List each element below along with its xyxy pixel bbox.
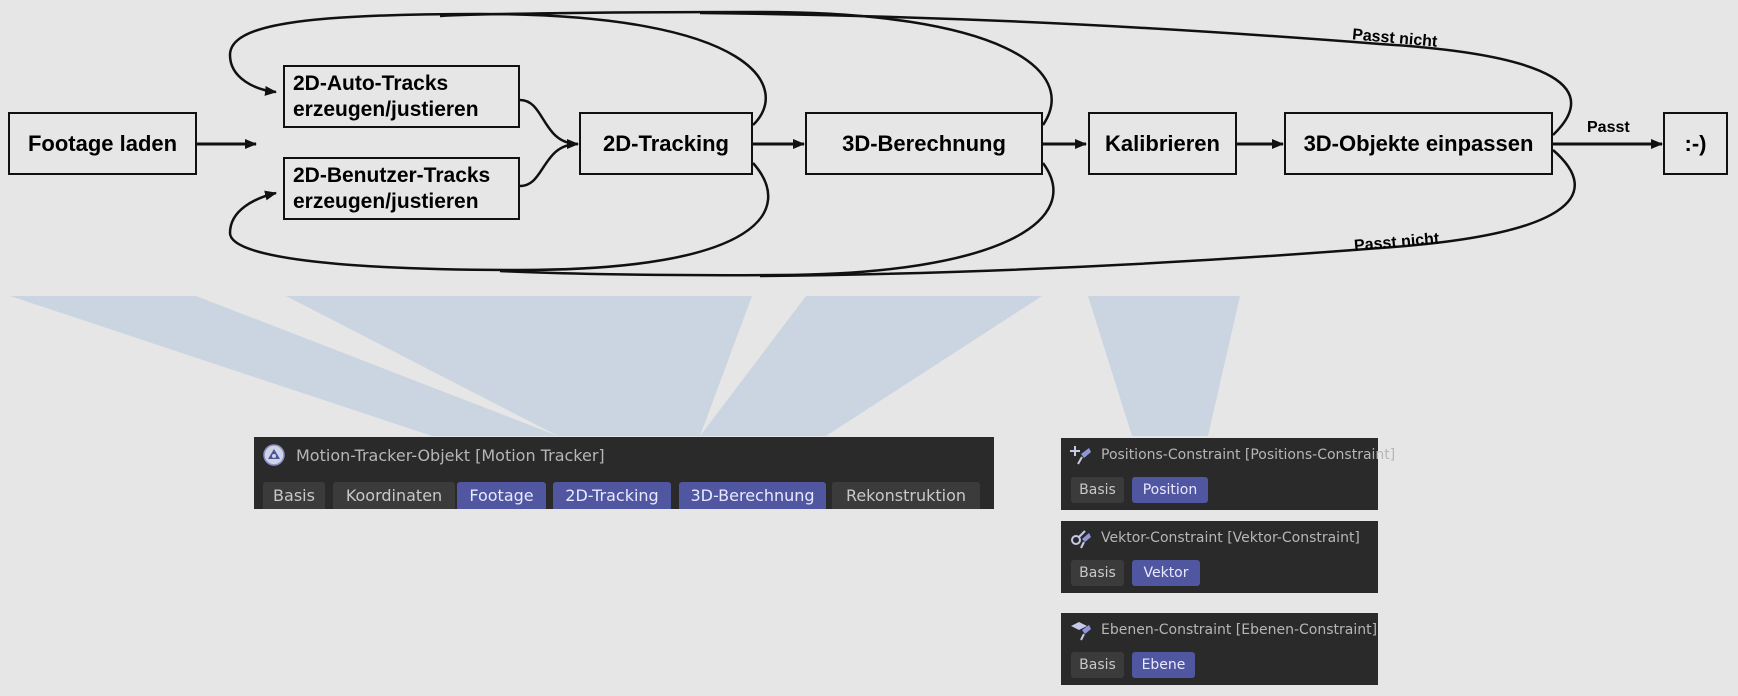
loop-tracking-bottom [228,162,770,272]
tab-vektor-basis[interactable]: Basis [1071,560,1124,586]
node-smiley-label: :-) [1684,130,1707,156]
position-constraint-icon [1070,446,1091,465]
plane-constraint-header: Ebenen-Constraint [Ebenen-Constraint] [1069,619,1377,641]
footage-zoom-wedge [10,296,558,436]
position-constraint-panel: Positions-Constraint [Positions-Constrai… [1061,438,1395,510]
tab-ebene[interactable]: Ebene [1132,652,1195,678]
tab-vektor[interactable]: Vektor [1132,560,1200,586]
node-3d-objekte-einpassen-label: 3D-Objekte einpassen [1303,130,1534,156]
tab-ebene-basis[interactable]: Basis [1071,652,1124,678]
node-2d-benutzer-tracks: 2D-Benutzer-Tracks erzeugen/justieren [283,157,520,220]
node-3d-berechnung-label: 3D-Berechnung [842,130,1006,156]
tab-position-basis[interactable]: Basis [1071,477,1124,503]
node-footage-laden-label: Footage laden [27,130,178,156]
berechnung-zoom-wedge [700,296,1042,436]
node-2d-auto-tracks-line1: 2D-Auto-Tracks [293,71,449,95]
tab-koordinaten[interactable]: Koordinaten [333,482,455,509]
node-2d-tracking-label: 2D-Tracking [603,130,729,156]
motion-tracker-icon [263,444,285,466]
motion-tracker-panel: Motion-Tracker-Objekt [Motion Tracker] B… [254,437,994,509]
curve-auto-to-tracking [519,98,579,149]
plane-constraint-panel: Ebenen-Constraint [Ebenen-Constraint] Ba… [1061,613,1378,685]
kalibrieren-zoom-wedge [1088,296,1240,436]
tab-position[interactable]: Position [1132,477,1208,503]
curve-user-to-tracking [519,142,579,188]
plane-constraint-icon [1071,622,1091,641]
motion-tracker-panel-header: Motion-Tracker-Objekt [Motion Tracker] [262,443,605,467]
node-3d-berechnung: 3D-Berechnung [805,112,1043,175]
tab-2d-tracking[interactable]: 2D-Tracking [553,482,671,509]
tab-footage[interactable]: Footage [457,482,546,509]
vector-constraint-panel: Vektor-Constraint [Vektor-Constraint] Ba… [1061,521,1378,593]
motion-tracker-panel-title: Motion-Tracker-Objekt [Motion Tracker] [296,445,605,465]
node-2d-auto-tracks-line2: erzeugen/justieren [293,97,479,121]
tracking-zoom-wedge [286,296,752,436]
node-footage-laden: Footage laden [8,112,197,175]
loop-einpassen-bottom [759,149,1576,278]
vector-constraint-icon [1071,530,1091,549]
node-3d-objekte-einpassen: 3D-Objekte einpassen [1284,112,1553,175]
loop-berechnung-top [439,10,1053,126]
position-constraint-header: Positions-Constraint [Positions-Constrai… [1069,444,1395,466]
tab-rekonstruktion[interactable]: Rekonstruktion [832,482,980,509]
loop-berechnung-bottom [499,162,1055,277]
node-2d-benutzer-tracks-line2: erzeugen/justieren [293,189,479,213]
position-constraint-title: Positions-Constraint [Positions-Constrai… [1101,447,1396,463]
node-2d-auto-tracks: 2D-Auto-Tracks erzeugen/justieren [283,65,520,128]
loop-tracking-top [228,12,767,126]
loop-einpassen-top [699,11,1573,136]
vector-constraint-title: Vektor-Constraint [Vektor-Constraint] [1101,530,1360,546]
tab-3d-berechnung[interactable]: 3D-Berechnung [679,482,826,509]
node-kalibrieren: Kalibrieren [1088,112,1237,175]
node-smiley: :-) [1663,112,1728,175]
vector-constraint-header: Vektor-Constraint [Vektor-Constraint] [1069,527,1360,549]
tab-basis[interactable]: Basis [263,482,325,509]
plane-constraint-title: Ebenen-Constraint [Ebenen-Constraint] [1101,622,1378,638]
node-kalibrieren-label: Kalibrieren [1105,130,1220,156]
node-2d-benutzer-tracks-line1: 2D-Benutzer-Tracks [293,163,491,187]
edge-label-passt: Passt [1587,119,1630,136]
node-2d-tracking: 2D-Tracking [579,112,753,175]
